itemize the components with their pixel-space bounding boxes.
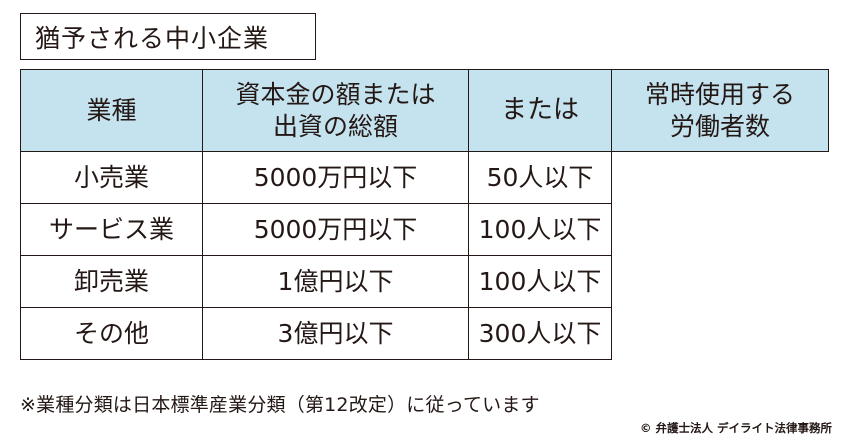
- row-workers: 100人以下: [468, 255, 612, 308]
- page-title: 猶予される中小企業: [20, 13, 316, 60]
- row-industry: 小売業: [20, 151, 203, 204]
- header-capital-line1: 資本金の額または: [235, 80, 436, 110]
- footnote: ※業種分類は日本標準産業分類（第12改定）に従っています: [20, 394, 540, 416]
- table-row: その他 3億円以下 300人以下: [20, 307, 829, 360]
- row-industry: 卸売業: [20, 255, 203, 308]
- row-capital: 1億円以下: [202, 255, 469, 308]
- row-industry: サービス業: [20, 203, 203, 256]
- row-workers: 50人以下: [468, 151, 612, 204]
- header-workers-line2: 労働者数: [669, 111, 770, 141]
- table-row: 卸売業 1億円以下 100人以下: [20, 255, 829, 308]
- table-row: 小売業 5000万円以下 50人以下: [20, 151, 829, 204]
- row-capital: 5000万円以下: [202, 203, 469, 256]
- sme-criteria-table: 業種 資本金の額または 出資の総額 または 常時使用する 労働者数 小売業 50…: [20, 69, 829, 360]
- table-header-row: 業種 資本金の額または 出資の総額 または 常時使用する 労働者数: [20, 69, 829, 152]
- row-capital: 3億円以下: [202, 307, 469, 360]
- row-capital: 5000万円以下: [202, 151, 469, 204]
- header-capital-line2: 出資の総額: [272, 111, 398, 141]
- header-workers-line1: 常時使用する: [644, 80, 795, 110]
- header-capital: 資本金の額または 出資の総額: [202, 69, 469, 152]
- header-industry: 業種: [20, 69, 203, 152]
- row-workers: 100人以下: [468, 203, 612, 256]
- copyright-notice: © 弁護士法人 デイライト法律事務所: [639, 421, 832, 435]
- page-title-text: 猶予される中小企業: [35, 23, 270, 53]
- row-workers: 300人以下: [468, 307, 612, 360]
- header-workers: 常時使用する 労働者数: [611, 69, 829, 152]
- table-row: サービス業 5000万円以下 100人以下: [20, 203, 829, 256]
- or-cell: または: [468, 69, 612, 152]
- row-industry: その他: [20, 307, 203, 360]
